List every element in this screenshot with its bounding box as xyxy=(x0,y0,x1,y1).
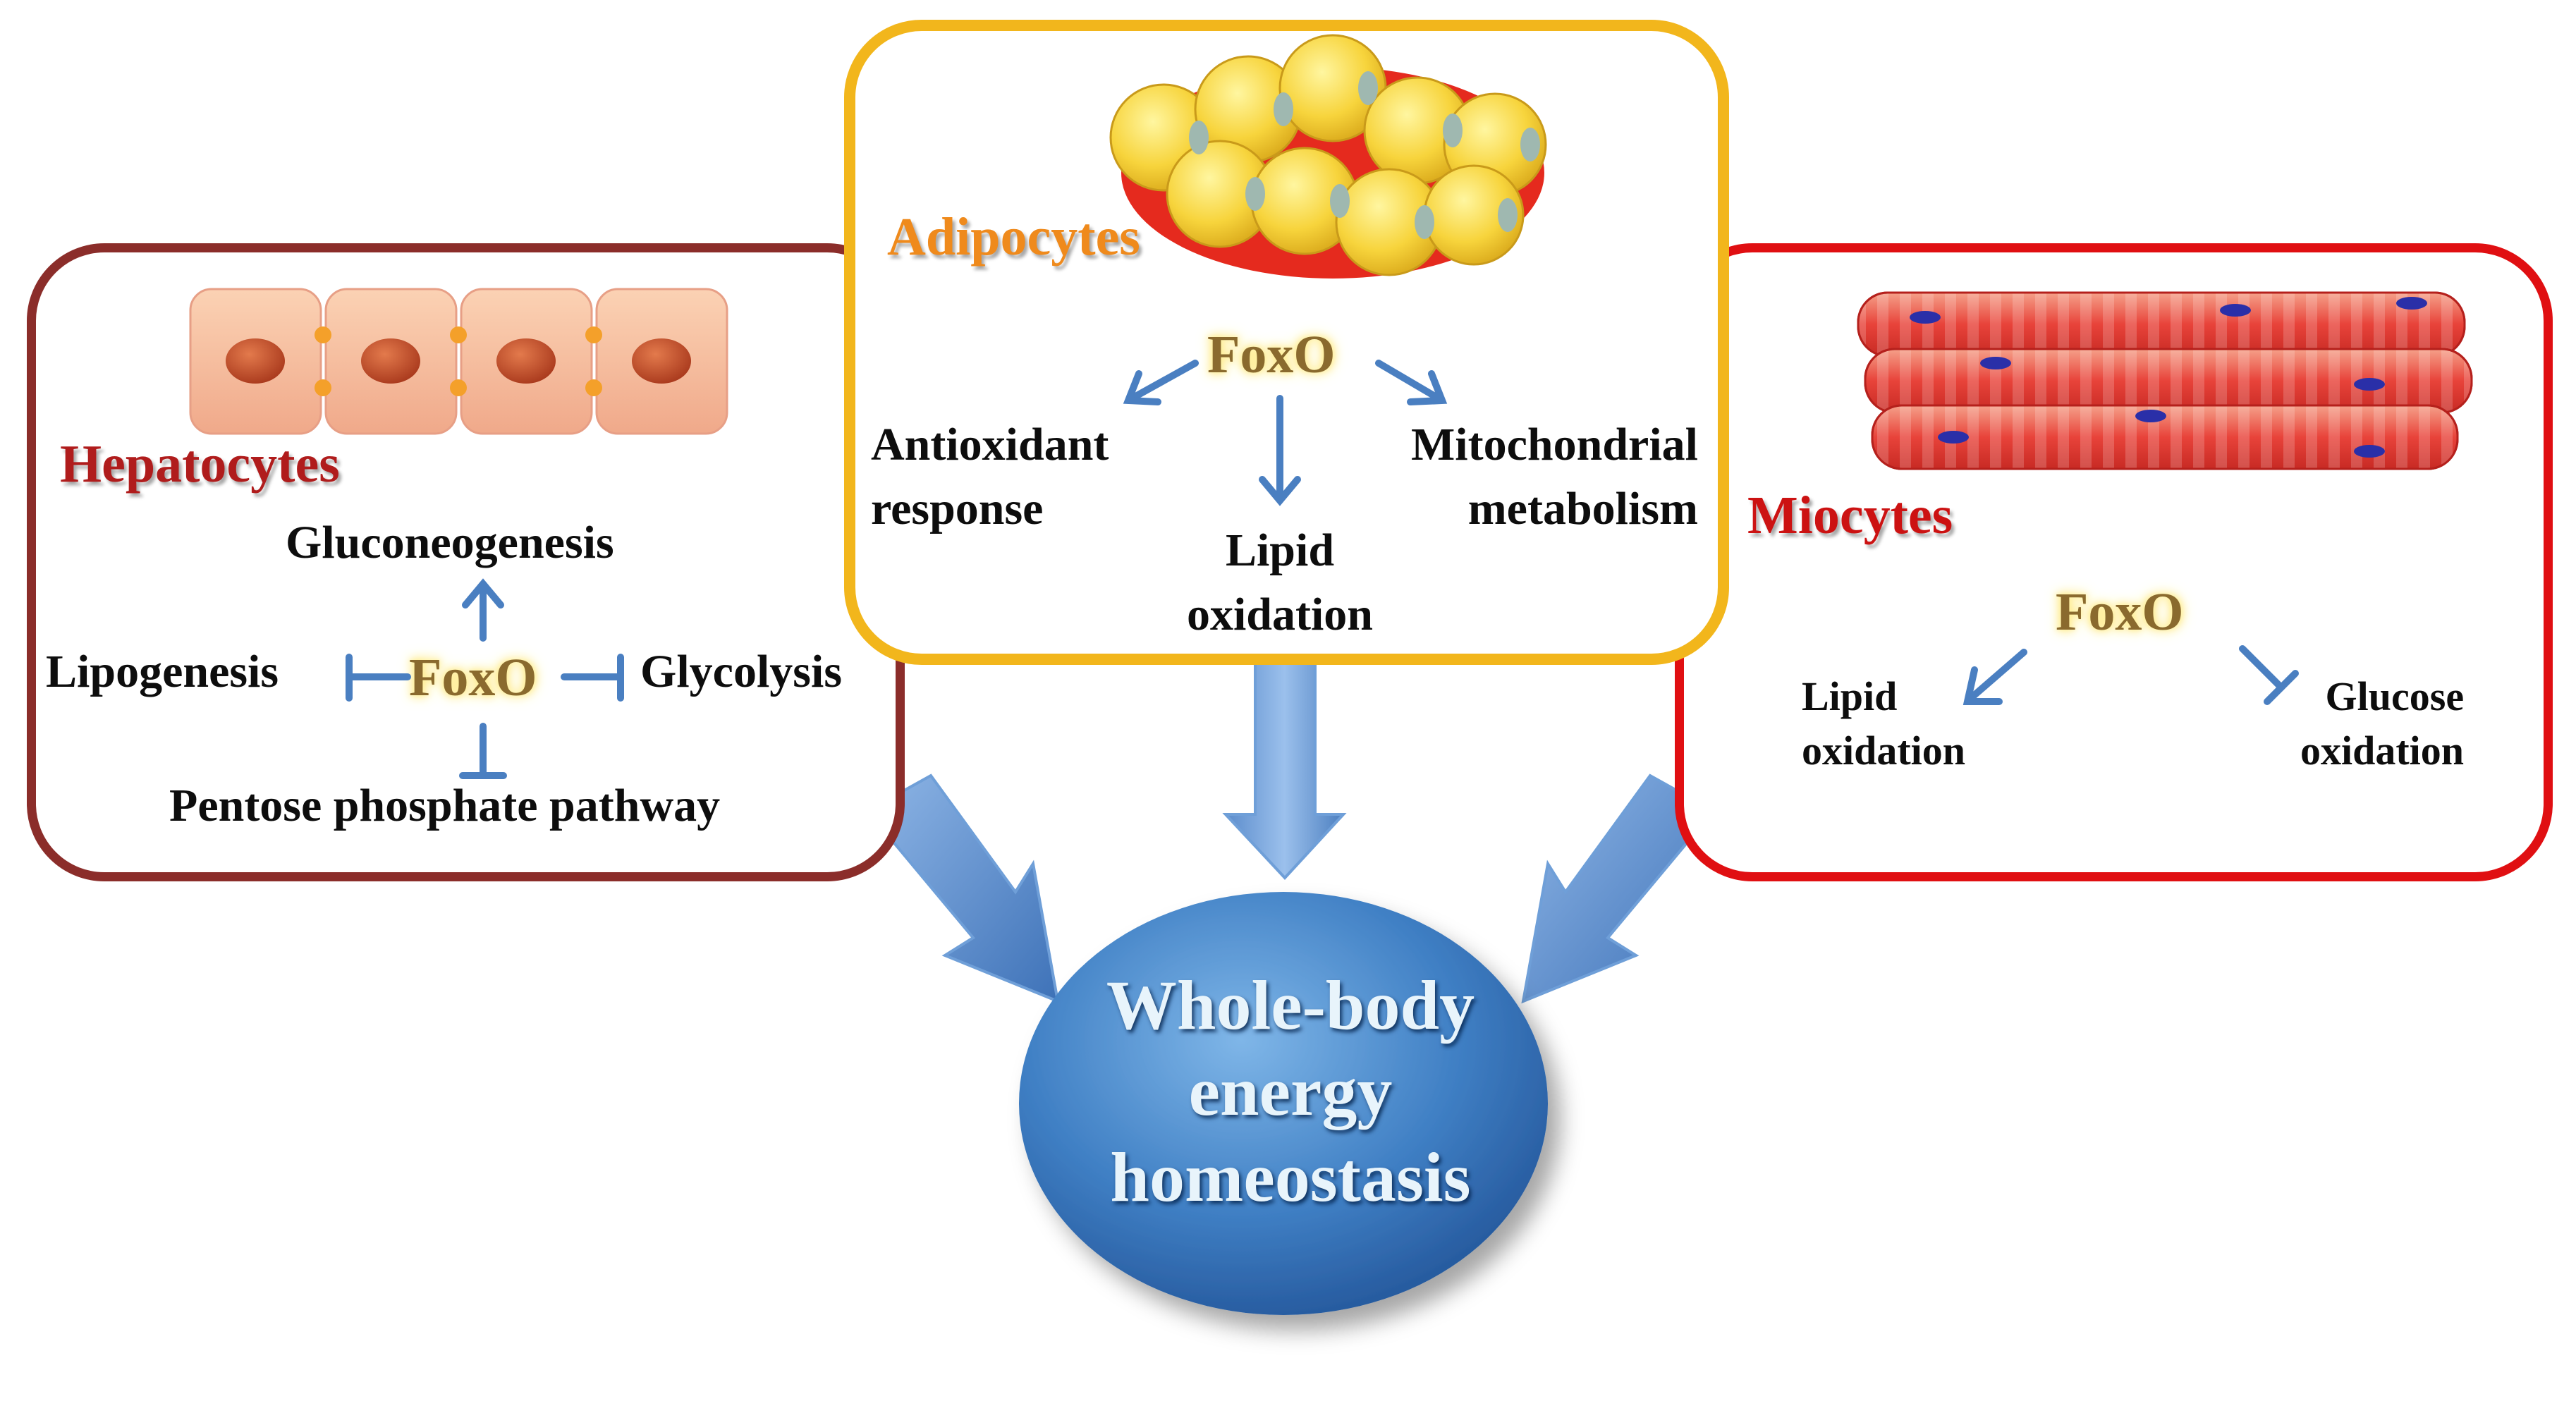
adipocytes-regulation-arrows xyxy=(1123,360,1448,506)
energy-homeostasis-ellipse xyxy=(1019,892,1548,1315)
antioxidant-response-label: Antioxidant response xyxy=(871,412,1109,541)
mito-line-2: metabolism xyxy=(1467,483,1698,535)
mito-line-1: Mitochondrial xyxy=(1411,419,1698,470)
miocytes-title: Miocytes xyxy=(1747,486,1953,545)
center-line-2: energy xyxy=(1188,1052,1393,1130)
hepatocytes-foxo-label: FoxO xyxy=(409,648,537,707)
miocytes-glucose-line-2: oxidation xyxy=(2300,727,2465,773)
muscle-fibers-illustration xyxy=(1857,291,2473,470)
gluconeogenesis-label: Gluconeogenesis xyxy=(286,517,614,568)
center-line-1: Whole-body xyxy=(1106,966,1475,1044)
adipocyte-cluster-illustration xyxy=(1109,34,1547,279)
adipocytes-foxo-label: FoxO xyxy=(1207,325,1336,384)
antioxidant-line-1: Antioxidant xyxy=(871,419,1109,470)
pentose-phosphate-label: Pentose phosphate pathway xyxy=(169,780,721,831)
miocytes-lipid-line-2: oxidation xyxy=(1802,727,1966,773)
antioxidant-line-2: response xyxy=(871,483,1044,535)
adipocytes-lipid-oxidation-label: Lipid oxidation xyxy=(1174,518,1386,647)
miocytes-regulation-arrows xyxy=(1962,645,2299,705)
center-line-3: homeostasis xyxy=(1110,1138,1471,1216)
hepatocyte-cells-illustration xyxy=(189,288,728,435)
miocytes-glucose-line-1: Glucose xyxy=(2325,673,2465,719)
hepatocytes-to-center-arrow xyxy=(865,773,1060,1004)
adipocytes-lipid-line-1: Lipid xyxy=(1225,525,1335,576)
miocytes-lipid-line-1: Lipid xyxy=(1802,673,1898,719)
adipocytes-title: Adipocytes xyxy=(887,207,1140,267)
mitochondrial-metabolism-label: Mitochondrial metabolism xyxy=(1367,412,1698,541)
miocytes-glucose-oxidation-label: Glucose oxidation xyxy=(2300,670,2464,778)
adipocytes-lipid-line-2: oxidation xyxy=(1186,589,1374,641)
miocytes-foxo-label: FoxO xyxy=(2056,582,2184,642)
miocytes-lipid-oxidation-label: Lipid oxidation xyxy=(1802,670,1965,778)
adipocytes-to-center-arrow xyxy=(1222,661,1347,880)
center-title: Whole-body energy homeostasis xyxy=(1030,962,1551,1221)
glycolysis-label: Glycolysis xyxy=(640,646,843,697)
hepatocytes-title: Hepatocytes xyxy=(60,434,340,494)
hepatocytes-regulation-arrows xyxy=(346,578,624,779)
lipogenesis-label: Lipogenesis xyxy=(46,646,279,697)
